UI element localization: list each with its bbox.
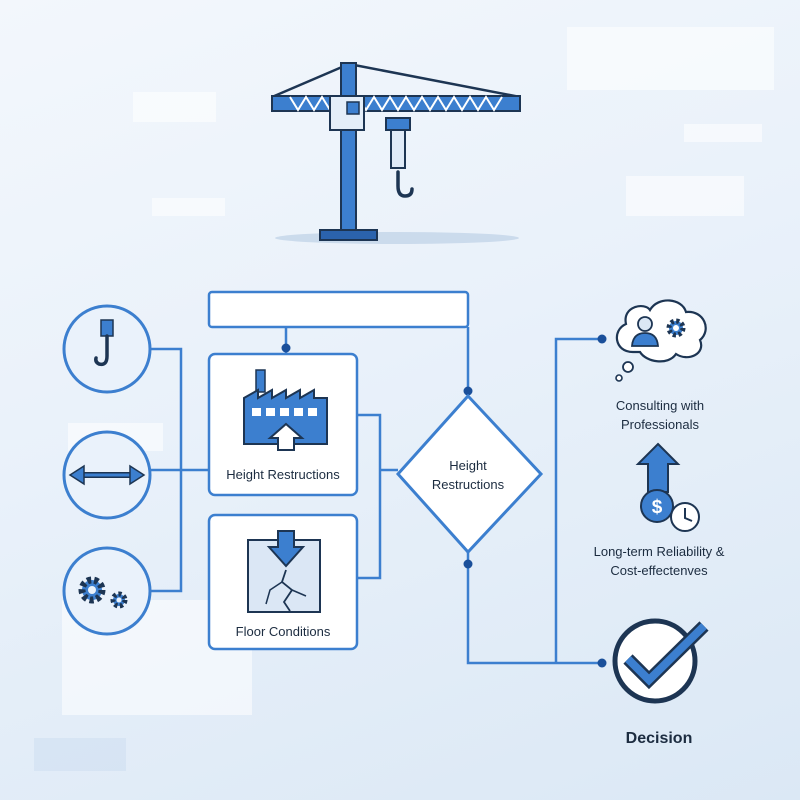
arrow-up-dollar-clock-icon: $ xyxy=(635,442,700,532)
factory-up-arrow-icon xyxy=(243,369,328,451)
tower-crane-icon xyxy=(271,62,521,241)
background-panel xyxy=(133,92,216,122)
height-restrictions-label: Height Restructions xyxy=(226,467,340,482)
cracked-floor-down-arrow-icon xyxy=(247,530,321,613)
consulting-label: Consulting with Professionals xyxy=(615,398,705,432)
floor-conditions-box xyxy=(207,513,359,651)
decision-label: Decision xyxy=(625,730,693,747)
svg-text:$: $ xyxy=(652,497,663,518)
reliability-label: Long-term Reliability & Cost-effectenves xyxy=(593,544,725,578)
gears-icon xyxy=(62,546,152,636)
height-restrictions-box xyxy=(207,352,359,497)
background-panel xyxy=(684,124,762,142)
checkmark-circle-icon xyxy=(612,618,709,704)
crane-hook-icon xyxy=(62,304,152,394)
floor-conditions-label: Floor Conditions xyxy=(235,624,331,639)
thought-bubble-person-gear-icon xyxy=(615,299,707,382)
double-arrow-icon xyxy=(62,430,152,520)
decision-diamond xyxy=(395,393,544,555)
diamond-label: Height Restructions xyxy=(431,458,505,492)
background-panel xyxy=(567,27,774,90)
background-panel xyxy=(34,738,126,771)
background-panel xyxy=(152,198,225,216)
background-panel xyxy=(626,176,744,216)
